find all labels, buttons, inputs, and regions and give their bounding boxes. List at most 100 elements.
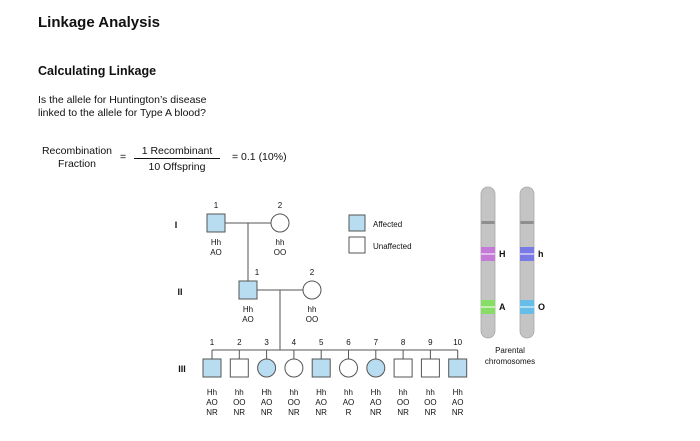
equation-equals: = (120, 151, 127, 163)
pedigree-labels: IIIIII1HhAO2hhOO1HhAO2hhOO1HhAONR2hhOONR… (175, 201, 464, 417)
left-bottom-allele-label: A (499, 302, 506, 312)
gen-III-genotype-6-0: hh (344, 388, 353, 397)
gen-II-member-1-square (238, 280, 258, 300)
gen-III-member-7-circle (366, 358, 386, 378)
gen-III-genotype-10-1: AO (452, 398, 464, 407)
question-line-1: Is the allele for Huntington’s disease (38, 94, 207, 106)
gen-I-number-2: 2 (278, 201, 283, 210)
left-chromosome (480, 186, 496, 339)
gen-III-genotype-7-2: NR (370, 408, 382, 417)
gen-III-member-2-square (229, 358, 249, 378)
gen-III-genotype-10-0: Hh (453, 388, 463, 397)
gen-III-number-1: 1 (210, 338, 215, 347)
gen-I-number-1: 1 (214, 201, 219, 210)
gen-II-genotype-2-0: hh (308, 305, 317, 314)
page-title: Linkage Analysis (38, 14, 160, 31)
gen-III-genotype-1-2: NR (206, 408, 218, 417)
generation-label-I: I (175, 220, 178, 230)
gen-III-member-4-circle (284, 358, 304, 378)
gen-III-genotype-6-2: R (346, 408, 352, 417)
gen-III-genotype-3-2: NR (261, 408, 273, 417)
gen-II-genotype-2-1: OO (306, 315, 318, 324)
gen-III-member-8-square (393, 358, 413, 378)
equation-lhs-line-2: Fraction (58, 158, 96, 170)
gen-III-genotype-4-1: OO (288, 398, 300, 407)
gen-III-number-10: 10 (453, 338, 462, 347)
gen-III-genotype-1-0: Hh (207, 388, 217, 397)
legend-unaffected-swatch (348, 236, 366, 254)
gen-III-genotype-9-0: hh (426, 388, 435, 397)
gen-III-member-3-circle (257, 358, 277, 378)
equation-numerator: 1 Recombinant (141, 145, 213, 157)
gen-III-number-7: 7 (374, 338, 379, 347)
gen-III-genotype-10-2: NR (452, 408, 464, 417)
legend-unaffected-label: Unaffected (373, 242, 412, 251)
legend-affected-swatch (348, 214, 366, 232)
left-centromere (481, 221, 495, 224)
gen-III-genotype-5-0: Hh (316, 388, 326, 397)
right-chromosome (519, 186, 535, 339)
gen-III-genotype-2-2: NR (234, 408, 246, 417)
gen-III-number-9: 9 (428, 338, 433, 347)
gen-III-genotype-8-2: NR (397, 408, 409, 417)
question-line-2: linked to the allele for Type A blood? (38, 107, 206, 119)
gen-I-member-2-circle (270, 213, 290, 233)
right-bottom-allele-label: O (538, 302, 545, 312)
equation-lhs-line-1: Recombination (41, 145, 113, 157)
gen-III-genotype-5-1: AO (315, 398, 327, 407)
gen-III-number-4: 4 (292, 338, 297, 347)
gen-III-genotype-4-0: hh (289, 388, 298, 397)
gen-III-number-2: 2 (237, 338, 242, 347)
gen-II-member-2-circle (302, 280, 322, 300)
gen-I-member-1-square (206, 213, 226, 233)
gen-III-genotype-2-1: OO (233, 398, 245, 407)
gen-III-genotype-9-1: OO (424, 398, 436, 407)
generation-label-II: II (177, 287, 182, 297)
gen-III-genotype-7-1: AO (370, 398, 382, 407)
chromosomes-caption-line-2: chromosomes (485, 357, 535, 366)
gen-I-genotype-1-0: Hh (211, 238, 221, 247)
pedigree-lines (211, 222, 459, 359)
gen-III-genotype-1-1: AO (206, 398, 218, 407)
gen-III-number-8: 8 (401, 338, 406, 347)
equation-denominator: 10 Offspring (148, 161, 206, 173)
gen-III-genotype-2-0: hh (235, 388, 244, 397)
gen-III-genotype-7-0: Hh (371, 388, 381, 397)
gen-III-genotype-6-1: AO (343, 398, 355, 407)
gen-I-genotype-2-1: OO (274, 248, 286, 257)
gen-III-member-10-square (448, 358, 468, 378)
gen-III-genotype-4-2: NR (288, 408, 300, 417)
fraction-bar (134, 158, 220, 159)
gen-III-member-9-square (420, 358, 440, 378)
right-top-allele-label: h (538, 249, 544, 259)
gen-III-genotype-3-0: Hh (261, 388, 271, 397)
gen-III-genotype-8-0: hh (399, 388, 408, 397)
gen-III-member-1-square (202, 358, 222, 378)
parental-chromosomes: H AhO Parental chromosomes (480, 186, 545, 366)
equation-result: = 0.1 (10%) (232, 151, 287, 163)
gen-III-number-3: 3 (264, 338, 269, 347)
chromosomes-caption-line-1: Parental (495, 346, 525, 355)
legend-affected-label: Affected (373, 220, 402, 229)
gen-III-member-5-square (311, 358, 331, 378)
gen-II-genotype-1-1: AO (242, 315, 254, 324)
gen-III-member-6-circle (339, 358, 358, 378)
gen-III-genotype-9-2: NR (425, 408, 437, 417)
left-top-allele-label: H (499, 249, 506, 259)
gen-II-genotype-1-0: Hh (243, 305, 253, 314)
gen-I-genotype-1-1: AO (210, 248, 222, 257)
gen-III-number-5: 5 (319, 338, 324, 347)
gen-II-number-2: 2 (310, 268, 315, 277)
gen-II-number-1: 1 (255, 268, 260, 277)
gen-III-number-6: 6 (346, 338, 351, 347)
gen-III-genotype-5-2: NR (315, 408, 327, 417)
generation-label-III: III (178, 364, 186, 374)
pedigree-nodes (202, 213, 468, 378)
gen-I-genotype-2-0: hh (276, 238, 285, 247)
gen-III-genotype-8-1: OO (397, 398, 409, 407)
gen-III-genotype-3-1: AO (261, 398, 273, 407)
right-centromere (520, 221, 534, 224)
section-title: Calculating Linkage (38, 64, 157, 78)
